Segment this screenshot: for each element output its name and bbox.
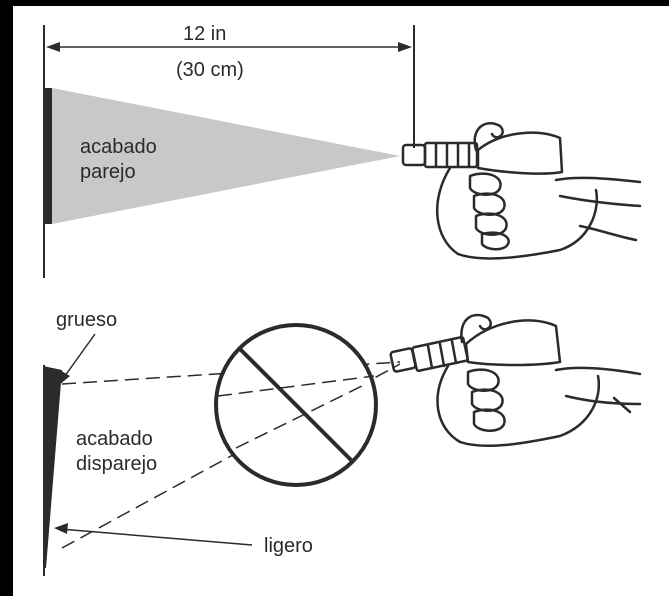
even-coat-bar xyxy=(43,88,52,224)
bottom-diagram: grueso acabado disparejo ligero xyxy=(43,309,642,576)
thin-leader-line xyxy=(59,528,253,546)
spray-gun-icon xyxy=(389,313,642,448)
dimension-arrow-right xyxy=(398,42,412,52)
uneven-finish-label-line2: disparejo xyxy=(76,453,157,475)
thick-leader-arrow xyxy=(58,370,70,386)
uneven-coat-wedge xyxy=(43,366,62,568)
spray-gun-icon xyxy=(401,122,642,260)
top-diagram: 12 in (30 cm) acabado parejo xyxy=(43,23,642,278)
thin-label: ligero xyxy=(264,535,313,557)
uneven-finish-label-line1: acabado xyxy=(76,428,153,450)
prohibited-icon xyxy=(214,323,378,487)
thick-label: grueso xyxy=(56,309,117,331)
distance-label-inches: 12 in xyxy=(183,23,226,45)
thick-leader-line xyxy=(61,333,96,381)
thin-leader-arrow xyxy=(54,523,68,534)
spray-fan xyxy=(52,88,400,224)
dimension-arrow-left xyxy=(46,42,60,52)
even-finish-label-line1: acabado xyxy=(80,136,157,158)
distance-label-cm: (30 cm) xyxy=(176,59,244,81)
even-finish-label-line2: parejo xyxy=(80,161,136,183)
